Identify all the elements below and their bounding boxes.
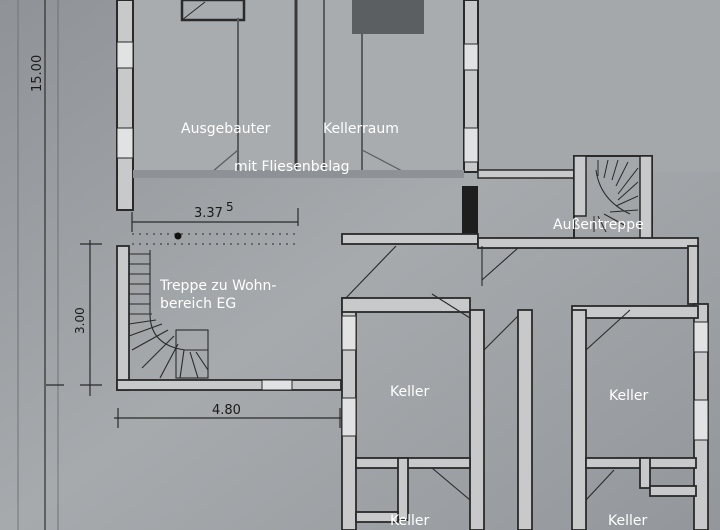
wall-middle-horizontal: [341, 233, 479, 245]
wall-lower-upper-room: [133, 170, 464, 178]
window-mid-1: [463, 43, 479, 71]
wall-keller-bottom-right: [649, 485, 697, 497]
label-kellerraum: Kellerraum: [323, 121, 399, 137]
door-swing: [431, 293, 471, 319]
marker-dot: [174, 232, 182, 240]
label-keller-2: Keller: [609, 388, 649, 404]
label-keller-4: Keller: [608, 513, 648, 529]
dim-label-480: 4.80: [212, 403, 241, 418]
stairwell-wall-left: [116, 245, 130, 391]
stairwell-door: [261, 379, 293, 391]
wall-keller-top-right: [571, 305, 699, 319]
label-keller-1: Keller: [390, 384, 430, 400]
door-swing: [585, 309, 631, 351]
room-right-upper-floor: [478, 0, 720, 172]
dim-label-1500: 15.00: [30, 55, 45, 92]
wall-keller-center: [517, 309, 533, 530]
internal-staircase: [128, 250, 209, 379]
label-fliesenbelag: mit Fliesenbelag: [234, 159, 350, 175]
label-aussentreppe: Außentreppe: [553, 217, 644, 233]
window-keller-left-2: [341, 397, 357, 437]
dark-column: [462, 186, 478, 238]
window-left-2: [116, 127, 134, 159]
wall-keller-mid-left: [355, 457, 471, 469]
label-treppe-line1: Treppe zu Wohn-: [160, 278, 277, 294]
door-swing: [431, 467, 471, 501]
door-swing: [343, 245, 397, 301]
label-keller-3: Keller: [390, 513, 430, 529]
outside-stair-wall: [573, 155, 587, 217]
door-swing: [361, 149, 405, 173]
wall-keller-corridor-left: [469, 309, 485, 530]
wall-left-upper: [116, 0, 134, 211]
chimney-block: [352, 0, 424, 34]
wall-keller-mid-right-step: [639, 457, 651, 489]
door-swing: [211, 149, 239, 173]
window-right-1: [693, 321, 709, 353]
wall-keller-bottom-left: [355, 511, 399, 523]
window-keller-left-1: [341, 315, 357, 351]
top-cabinet: [180, 0, 246, 22]
top-cabinet-diagonal: [181, 1, 206, 21]
wall-keller-mid-left-step: [397, 457, 409, 521]
dim-label-300: 3.00: [73, 307, 87, 334]
stairwell-wall-bottom: [116, 379, 342, 391]
dim-label-337-sup: 5: [226, 200, 234, 214]
label-treppe-line2: bereich EG: [160, 296, 237, 312]
wall-middle-horizontal-right: [477, 237, 699, 249]
wall-right-upper: [477, 169, 579, 179]
window-right-2: [693, 399, 709, 441]
window-mid-2: [463, 127, 479, 163]
window-left-1: [116, 41, 134, 69]
door-swing: [483, 315, 519, 351]
wall-right-lower: [687, 245, 699, 305]
door-swing: [481, 247, 519, 281]
label-ausgebauter: Ausgebauter: [181, 121, 271, 137]
dim-label-337: 3.37: [194, 206, 223, 221]
wall-keller-corridor-right: [571, 309, 587, 530]
wall-keller-top-left: [341, 297, 471, 313]
outside-stair-steps: [593, 159, 639, 233]
door-swing: [585, 469, 615, 501]
